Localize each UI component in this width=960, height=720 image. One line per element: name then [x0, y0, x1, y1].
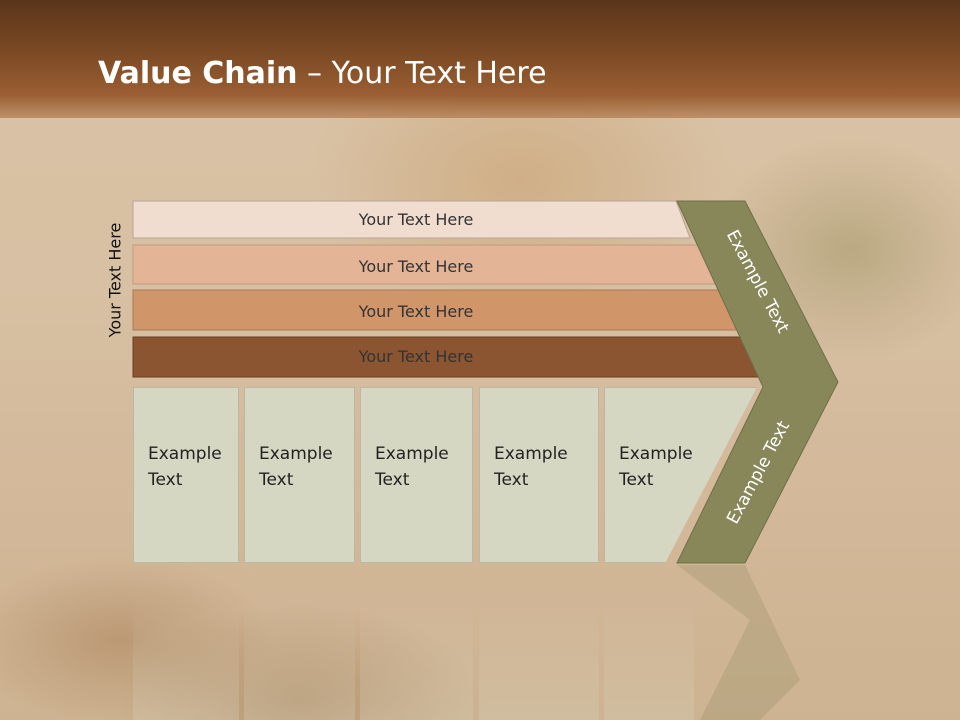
row-label-2: Your Text Here	[358, 257, 474, 276]
row-label-4: Your Text Here	[358, 347, 474, 366]
title-bar	[0, 0, 960, 118]
box-reflection-5	[604, 565, 694, 720]
title-bold: Value Chain	[98, 56, 298, 91]
row-bar-1	[132, 200, 691, 239]
box-reflection-3	[360, 565, 473, 720]
chevron-reflection	[677, 565, 800, 720]
slide-title: Value Chain – Your Text Here	[98, 56, 547, 91]
title-rest: – Your Text Here	[297, 56, 547, 91]
box-reflection-4	[479, 565, 599, 720]
box-reflection-2	[244, 565, 355, 720]
row-label-3: Your Text Here	[358, 302, 474, 321]
row-label-1: Your Text Here	[358, 210, 474, 229]
chevron-arrow	[676, 200, 839, 564]
box-reflection-1	[133, 565, 239, 720]
